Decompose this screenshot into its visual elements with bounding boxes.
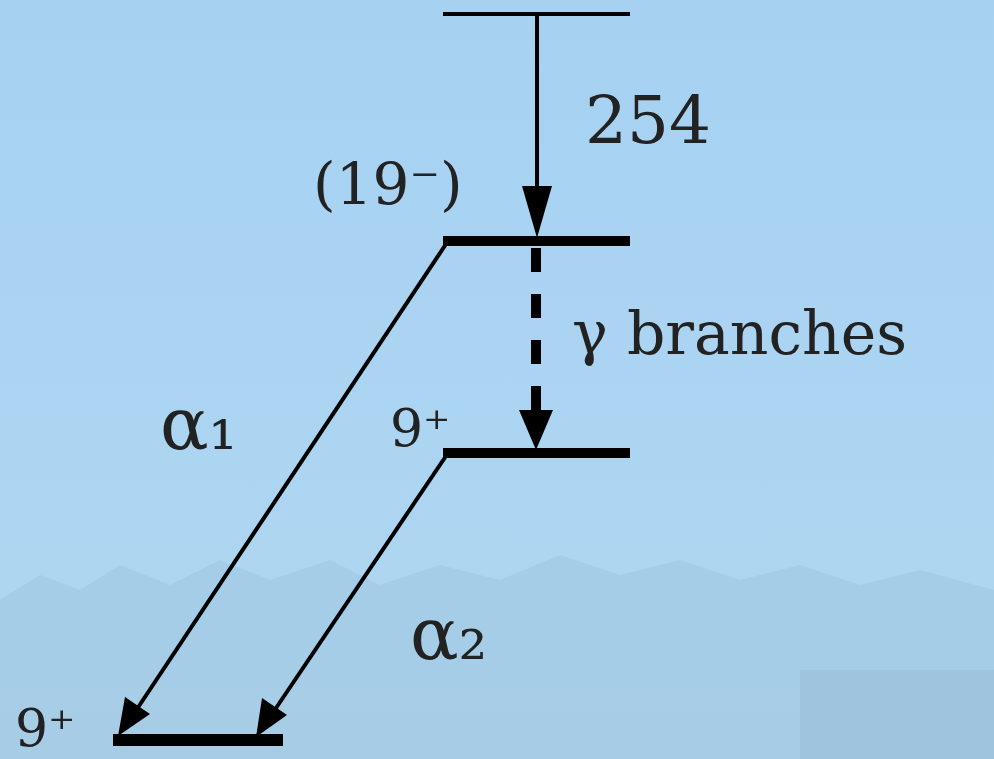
alpha-arrow	[135, 241, 448, 712]
spin-parity: 9⁺	[15, 702, 76, 754]
building	[800, 670, 994, 759]
gamma-branch-label: γ branches	[572, 303, 907, 363]
arrowhead	[522, 186, 552, 238]
treeline	[0, 555, 994, 759]
spin-parity: (19⁻)	[313, 155, 463, 213]
alpha-label: α₂	[410, 598, 487, 670]
level-line	[443, 236, 630, 246]
dashed-gamma-arrow	[531, 248, 541, 410]
arrowhead	[519, 410, 553, 450]
level-line	[443, 448, 630, 458]
alpha-arrow	[272, 453, 448, 714]
arrowhead	[256, 698, 287, 737]
alpha-label: α₁	[160, 388, 237, 460]
arrowhead	[118, 697, 150, 736]
gamma-arrow	[535, 14, 539, 195]
transition-energy: 254	[585, 88, 711, 154]
spin-parity: 9⁺	[390, 402, 451, 454]
